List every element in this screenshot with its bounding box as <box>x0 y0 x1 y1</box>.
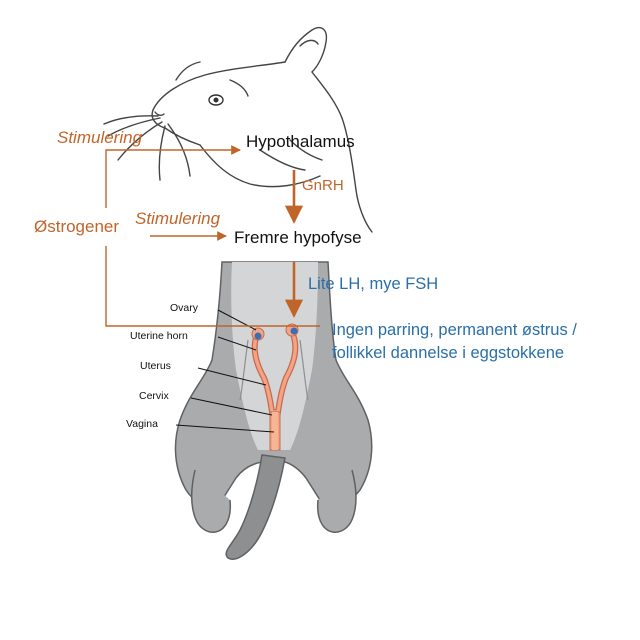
result-line-2: follikkel dannelse i eggstokkene <box>332 344 565 362</box>
stimulering-label-mid: Stimulering <box>135 209 221 228</box>
anatomy-label-vagina: Vagina <box>126 418 158 430</box>
hypothalamus-label: Hypothalamus <box>246 132 355 151</box>
fremre-hypofyse-label: Fremre hypofyse <box>234 228 362 247</box>
result-line-1: Ingen parring, permanent østrus / <box>332 321 577 339</box>
anatomy-label-uterine-horn: Uterine horn <box>130 330 188 342</box>
reproductive-tract <box>251 323 299 451</box>
stimulering-label-top: Stimulering <box>57 128 143 147</box>
regulation-arrows <box>105 145 320 327</box>
feedback-loop-line <box>105 246 320 327</box>
ovary-left-dot <box>254 332 262 340</box>
anatomy-label-cervix: Cervix <box>139 390 169 402</box>
anatomy-label-ovary: Ovary <box>170 302 199 314</box>
anatomy-label-uterus: Uterus <box>140 360 171 372</box>
ovary-right-dot <box>290 327 298 335</box>
rat-head-sketch <box>103 26 373 233</box>
ostrogener-label: Østrogener <box>34 217 120 236</box>
gnrh-label: GnRH <box>302 177 344 194</box>
lite-lh-mye-fsh-label: Lite LH, mye FSH <box>308 275 439 293</box>
